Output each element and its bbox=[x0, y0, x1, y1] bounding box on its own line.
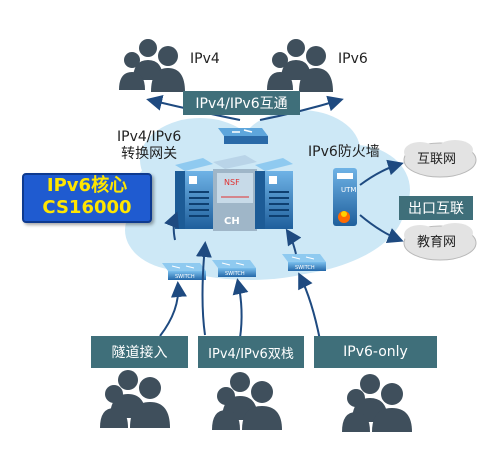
gateway-label-line1: IPv4/IPv6 bbox=[117, 129, 182, 145]
core-label-box: IPv6核心 CS16000 bbox=[22, 173, 152, 223]
svg-text:UTM: UTM bbox=[341, 186, 356, 194]
gateway-label-line2: 转换网关 bbox=[121, 146, 178, 162]
firewall-utm-icon: UTM bbox=[333, 168, 357, 226]
tunnel-access-box: 隧道接入 bbox=[91, 336, 188, 368]
dualstack-users-icon bbox=[212, 372, 282, 430]
ipv6only-access-box: IPv6-only bbox=[314, 336, 437, 368]
svg-text:SWITCH: SWITCH bbox=[225, 271, 245, 277]
access-arrows bbox=[159, 211, 321, 341]
education-network-label: 教育网 bbox=[417, 235, 457, 250]
internet-cloud bbox=[403, 140, 477, 178]
education-network-cloud bbox=[403, 223, 477, 261]
core-label-line2: CS16000 bbox=[42, 197, 132, 218]
internet-label: 互联网 bbox=[417, 152, 457, 167]
gateway-label: IPv4/IPv6 转换网关 bbox=[117, 129, 181, 163]
ipv6-users-icon bbox=[267, 39, 333, 92]
svg-text:SWITCH: SWITCH bbox=[175, 274, 195, 280]
access-switch-3-icon: SWITCH bbox=[282, 254, 326, 271]
egress-arrows bbox=[359, 159, 404, 243]
access-switch-1-icon: SWITCH bbox=[162, 263, 206, 280]
ipv6only-users-icon bbox=[342, 374, 412, 432]
core-label-line1: IPv6核心 bbox=[46, 175, 128, 196]
access-switch-2-icon: SWITCH bbox=[212, 260, 256, 277]
svg-text:SWITCH: SWITCH bbox=[295, 265, 315, 271]
svg-text:CH: CH bbox=[224, 216, 240, 227]
svg-text:NSF: NSF bbox=[224, 178, 240, 187]
egress-label-box: 出口互联 bbox=[399, 196, 473, 220]
ipv6-users-label: IPv6 bbox=[338, 51, 368, 67]
ipv4-users-label: IPv4 bbox=[190, 51, 220, 67]
firewall-label: IPv6防火墙 bbox=[308, 144, 380, 160]
interop-label-box: IPv4/IPv6互通 bbox=[183, 91, 300, 115]
dualstack-access-box: IPv4/IPv6双栈 bbox=[198, 336, 304, 368]
ipv4-users-icon bbox=[119, 39, 185, 92]
core-switch-chassis-icon: NSF CH bbox=[175, 155, 293, 231]
gateway-router-icon bbox=[218, 128, 268, 144]
tunnel-users-icon bbox=[100, 370, 170, 428]
